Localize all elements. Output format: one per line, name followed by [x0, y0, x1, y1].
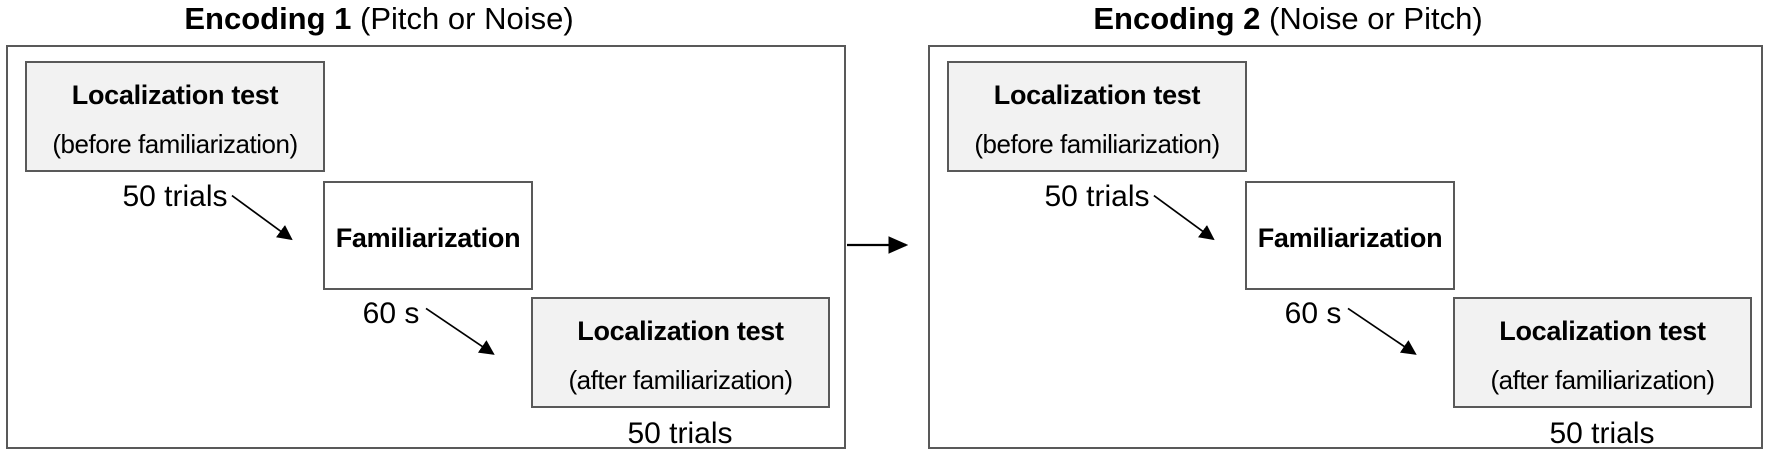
- localization-test-after-sublabel: (after familiarization): [1490, 364, 1715, 395]
- trials-after-label: 50 trials: [1549, 417, 1655, 450]
- diagonal-down-right-arrow-icon: [231, 194, 293, 241]
- familiarization-box: Familiarization: [323, 181, 533, 290]
- localization-test-before-sublabel: (before familiarization): [52, 128, 298, 159]
- localization-test-after-box: Localization test (after familiarization…: [1453, 297, 1752, 408]
- localization-test-before-sublabel: (before familiarization): [974, 128, 1220, 159]
- encoding-1-panel: Localization test (before familiarizatio…: [6, 45, 846, 450]
- localization-test-after-box: Localization test (after familiarization…: [531, 297, 830, 408]
- trials-before-label: 50 trials: [122, 180, 228, 213]
- familiarization-label: Familiarization: [1257, 222, 1443, 253]
- localization-test-after-sublabel: (after familiarization): [568, 364, 793, 395]
- localization-test-before-label: Localization test: [71, 79, 279, 110]
- encoding-2-panel: Localization test (before familiarizatio…: [928, 45, 1763, 450]
- duration-label: 60 s: [1284, 297, 1342, 330]
- diagonal-down-right-arrow-icon: [1347, 307, 1417, 355]
- localization-test-after-label: Localization test: [577, 315, 784, 346]
- localization-test-before-box: Localization test (before familiarizatio…: [25, 61, 325, 172]
- encoding-1-title-condition: (Pitch or Noise): [351, 1, 574, 36]
- trials-before-label: 50 trials: [1044, 180, 1150, 213]
- localization-test-after-label: Localization test: [1499, 315, 1706, 346]
- familiarization-box: Familiarization: [1245, 181, 1455, 290]
- encoding-2-title: Encoding 2 (Noise or Pitch): [1093, 0, 1482, 38]
- diagonal-down-right-arrow-icon: [425, 307, 495, 355]
- trials-after-label: 50 trials: [627, 417, 733, 450]
- encoding-1-title: Encoding 1 (Pitch or Noise): [184, 0, 573, 38]
- encoding-2-title-condition: (Noise or Pitch): [1260, 1, 1483, 36]
- diagonal-down-right-arrow-icon: [1153, 194, 1215, 241]
- localization-test-before-label: Localization test: [993, 79, 1201, 110]
- encoding-1-title-bold: Encoding 1: [184, 1, 352, 36]
- localization-test-before-box: Localization test (before familiarizatio…: [947, 61, 1247, 172]
- duration-label: 60 s: [362, 297, 420, 330]
- encoding-2-title-bold: Encoding 2: [1093, 1, 1261, 36]
- right-arrow-icon: [847, 236, 909, 254]
- familiarization-label: Familiarization: [335, 222, 521, 253]
